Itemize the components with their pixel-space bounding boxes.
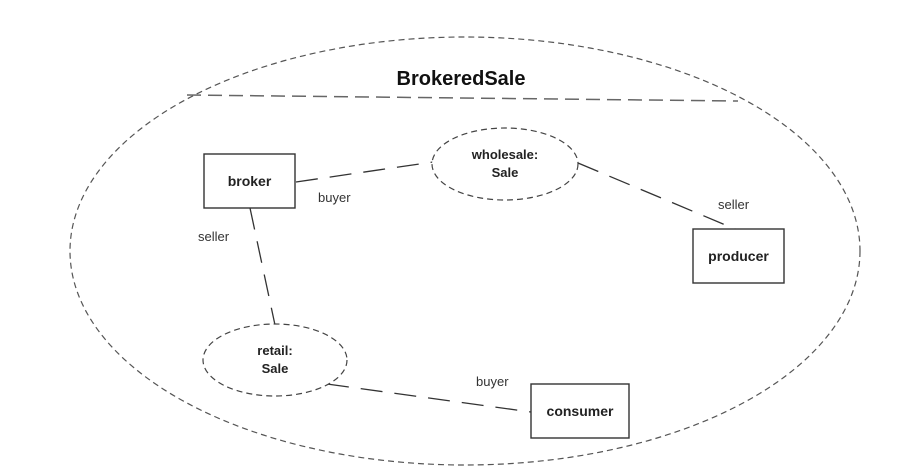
producer-box: [692, 228, 785, 284]
collaboration-use-wholesale[interactable]: wholesale: Sale: [431, 127, 579, 201]
retail-name: retail:: [257, 343, 292, 358]
wholesale-name: wholesale:: [471, 147, 538, 162]
collaboration-title: BrokeredSale: [397, 68, 526, 90]
title-divider: [186, 94, 739, 102]
part-broker[interactable]: broker: [203, 153, 296, 209]
role-label-seller-broker: seller: [198, 229, 230, 244]
part-consumer[interactable]: consumer: [530, 383, 630, 439]
role-label-buyer-consumer: buyer: [476, 374, 509, 389]
wholesale-type: Sale: [492, 165, 519, 180]
producer-label: producer: [708, 248, 769, 264]
part-producer[interactable]: producer: [692, 228, 785, 284]
retail-type: Sale: [262, 361, 289, 376]
broker-label: broker: [228, 173, 272, 189]
role-label-buyer-wholesale: buyer: [318, 190, 351, 205]
consumer-box: [530, 383, 630, 439]
consumer-label: consumer: [547, 403, 614, 419]
collaboration-boundary: [69, 36, 861, 466]
collaboration-use-retail[interactable]: retail: Sale: [202, 323, 348, 397]
retail-ellipse: [202, 323, 348, 397]
broker-box: [203, 153, 296, 209]
role-label-seller-producer: seller: [718, 197, 750, 212]
connector-broker-wholesale[interactable]: [295, 161, 434, 183]
connector-wholesale-producer[interactable]: [577, 162, 736, 230]
connector-retail-consumer[interactable]: [326, 383, 532, 413]
connector-broker-retail[interactable]: [249, 207, 276, 326]
wholesale-ellipse: [431, 127, 579, 201]
